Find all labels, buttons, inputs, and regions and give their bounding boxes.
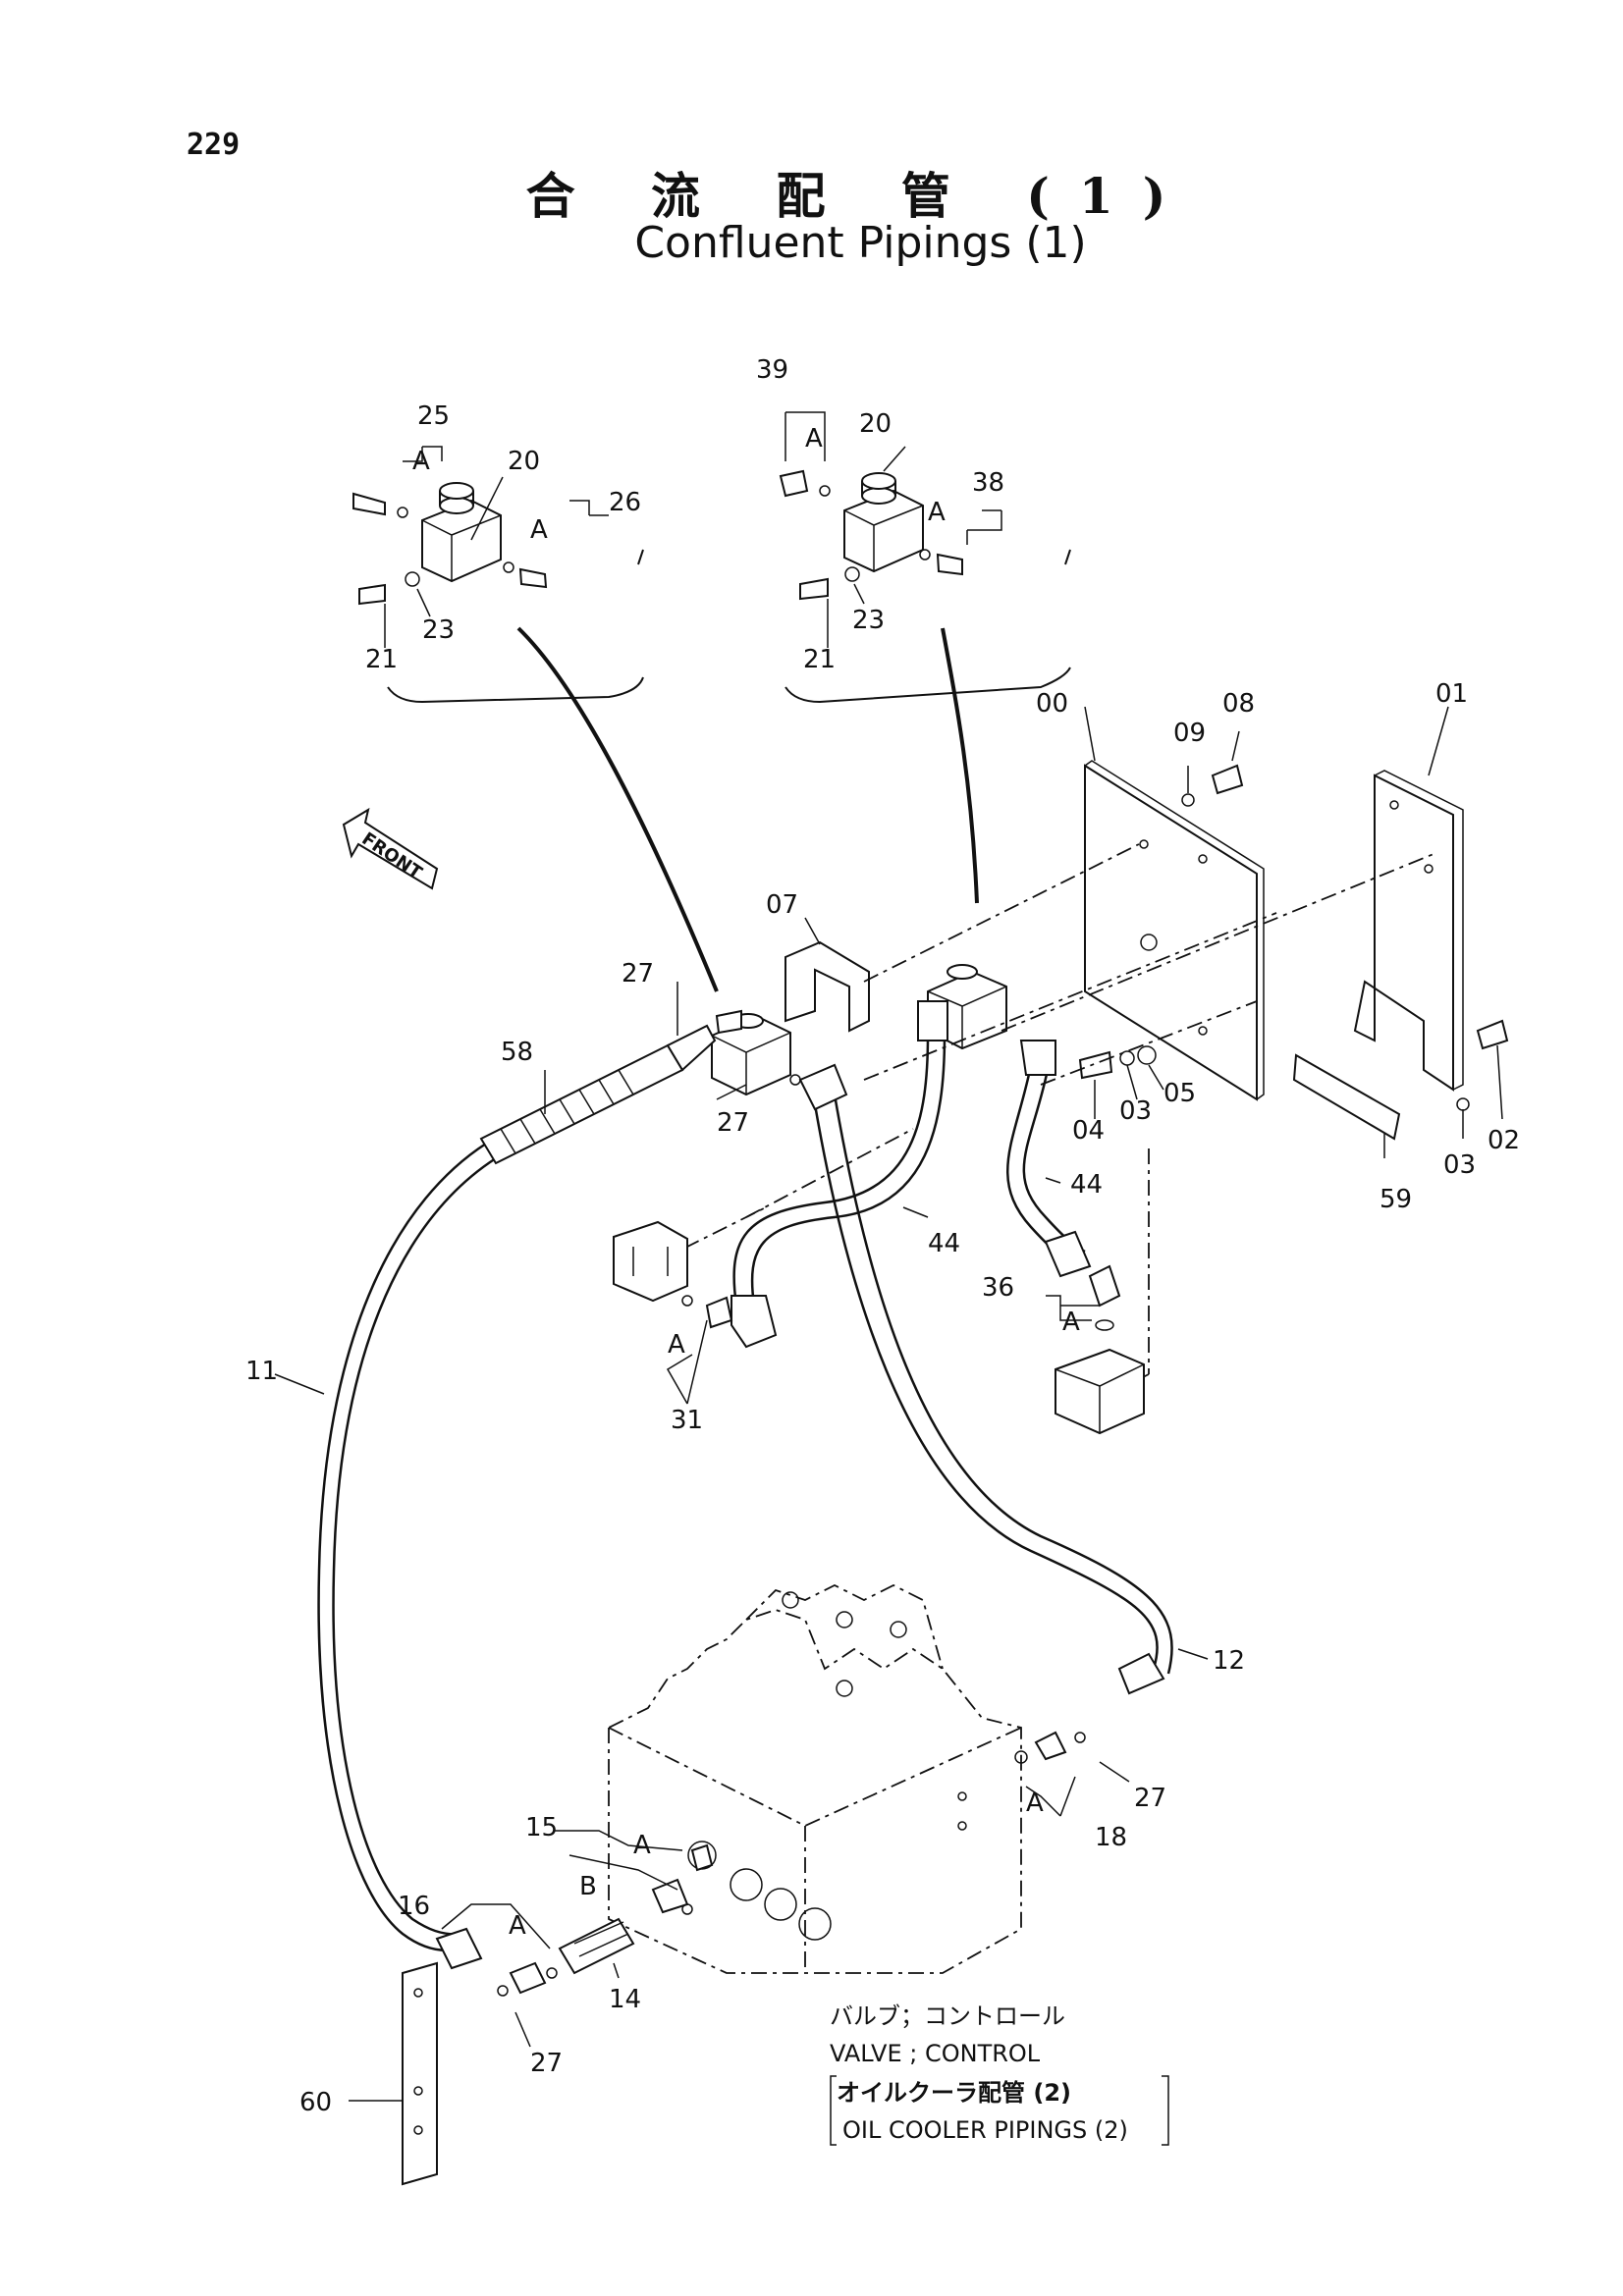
oil-cooler-note-english: OIL COOLER PIPINGS (2) bbox=[842, 2116, 1128, 2144]
label-07: 07 bbox=[766, 890, 798, 920]
bolt-21-right bbox=[799, 577, 829, 601]
fitting-group-08 bbox=[1181, 730, 1244, 807]
fitting-group-04 bbox=[1078, 1045, 1164, 1119]
bracket-01 bbox=[1353, 770, 1464, 1092]
label-23-right: 23 bbox=[852, 606, 885, 635]
bracket-60 bbox=[402, 1961, 438, 2186]
label-11: 11 bbox=[245, 1357, 278, 1386]
label-03-b: 03 bbox=[1443, 1150, 1476, 1180]
plate-00 bbox=[1084, 760, 1265, 1101]
label-39: 39 bbox=[756, 355, 788, 385]
valve-31-block bbox=[613, 1220, 733, 1329]
label-38: 38 bbox=[972, 468, 1004, 498]
label-20-right: 20 bbox=[859, 409, 892, 439]
fitting-25 bbox=[352, 492, 386, 516]
oil-cooler-note-japanese: オイルクーラ配管 (2) bbox=[837, 2079, 1071, 2107]
label-A-36: A bbox=[1062, 1308, 1080, 1337]
label-09: 09 bbox=[1173, 719, 1206, 748]
label-27-d: 27 bbox=[530, 2049, 563, 2078]
label-12: 12 bbox=[1213, 1646, 1245, 1676]
control-valve-outline bbox=[608, 1583, 1022, 1974]
sleeve-14 bbox=[558, 1917, 635, 1975]
valve-note-japanese: バルブ；コントロール bbox=[830, 2002, 1065, 2030]
plate-59 bbox=[1292, 1053, 1401, 1141]
hose-11 bbox=[317, 1142, 497, 1952]
label-04: 04 bbox=[1072, 1116, 1105, 1146]
label-58: 58 bbox=[501, 1038, 533, 1067]
fitting-38 bbox=[936, 553, 963, 576]
hose-58-guard bbox=[479, 1024, 717, 1165]
label-18: 18 bbox=[1095, 1823, 1127, 1852]
label-27-a: 27 bbox=[622, 959, 654, 988]
label-A-26: A bbox=[530, 515, 548, 545]
label-03-a: 03 bbox=[1119, 1096, 1152, 1126]
label-A-15: A bbox=[633, 1831, 651, 1860]
leader-lines bbox=[274, 706, 1449, 2102]
fitting-26 bbox=[518, 567, 548, 589]
front-arrow: FRONT bbox=[342, 807, 439, 890]
label-A-39: A bbox=[805, 424, 823, 454]
callout-frame-left bbox=[387, 676, 644, 704]
label-21-left: 21 bbox=[365, 645, 398, 674]
label-B-15: B bbox=[579, 1872, 597, 1901]
title-english: Confluent Pipings (1) bbox=[634, 218, 1087, 268]
callout-frame-right bbox=[784, 667, 1071, 704]
fitting-39 bbox=[779, 469, 809, 498]
part-labels: 25 A 20 26 A 21 23 39 A 20 38 A 21 23 00… bbox=[245, 355, 1520, 2117]
label-26: 26 bbox=[609, 488, 641, 517]
label-00: 00 bbox=[1036, 689, 1068, 719]
page-number: 229 bbox=[187, 128, 241, 162]
label-44-left: 44 bbox=[928, 1229, 960, 1258]
bolt-21-left bbox=[358, 583, 386, 606]
label-36: 36 bbox=[982, 1273, 1014, 1303]
label-23-left: 23 bbox=[422, 615, 455, 645]
label-31: 31 bbox=[671, 1406, 703, 1435]
label-16: 16 bbox=[398, 1892, 430, 1921]
bracket-07 bbox=[784, 940, 870, 1033]
valve-36-block bbox=[1055, 1264, 1145, 1435]
label-08: 08 bbox=[1222, 689, 1255, 719]
label-A-16: A bbox=[509, 1911, 526, 1941]
fitting-16 bbox=[497, 1961, 558, 1997]
title-japanese: 合 流 配 管 (1) bbox=[525, 167, 1196, 225]
elbow-hose-end bbox=[435, 1927, 483, 1970]
label-01: 01 bbox=[1435, 679, 1468, 709]
hose-44-right bbox=[1006, 1040, 1092, 1278]
hose-12 bbox=[798, 1063, 1173, 1695]
valve-note: バルブ；コントロール VALVE ; CONTROL オイルクーラ配管 (2) … bbox=[830, 2002, 1169, 2146]
fitting-group-02 bbox=[1456, 1019, 1509, 1139]
label-25: 25 bbox=[417, 401, 450, 431]
label-A-25: A bbox=[412, 447, 430, 476]
label-27-c: 27 bbox=[1134, 1784, 1166, 1813]
label-A-31: A bbox=[668, 1330, 685, 1360]
label-21-right: 21 bbox=[803, 645, 836, 674]
valve-note-english: VALVE ; CONTROL bbox=[830, 2040, 1041, 2067]
label-15: 15 bbox=[525, 1813, 558, 1842]
label-A-18: A bbox=[1026, 1789, 1044, 1818]
fitting-15 bbox=[651, 1843, 714, 1915]
label-27-b: 27 bbox=[717, 1108, 749, 1138]
label-20-left: 20 bbox=[508, 447, 540, 476]
detail-callout-right bbox=[779, 411, 1071, 904]
label-59: 59 bbox=[1380, 1185, 1412, 1214]
hose-44-left bbox=[730, 1000, 948, 1349]
fitting-18-group bbox=[1014, 1731, 1086, 1764]
label-60: 60 bbox=[299, 2088, 332, 2117]
label-14: 14 bbox=[609, 1985, 641, 2014]
label-05: 05 bbox=[1163, 1079, 1196, 1108]
detail-callout-left bbox=[352, 446, 719, 992]
label-A-38: A bbox=[928, 498, 946, 527]
assembly-lines bbox=[627, 843, 1434, 1385]
label-02: 02 bbox=[1488, 1126, 1520, 1155]
label-44-right: 44 bbox=[1070, 1170, 1103, 1200]
